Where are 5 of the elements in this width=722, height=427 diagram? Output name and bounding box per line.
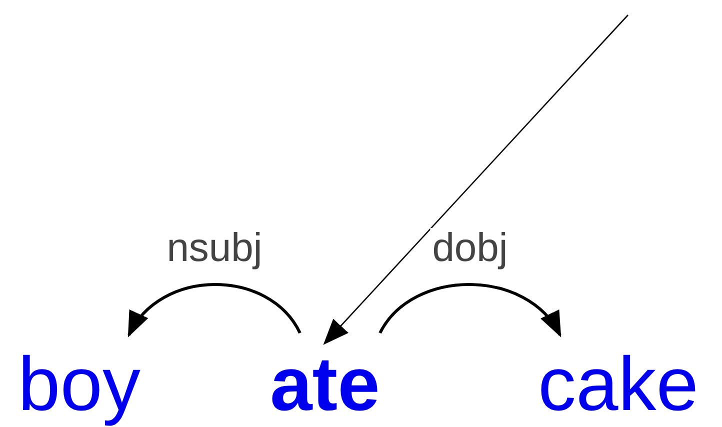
- arrow: [323, 14, 628, 345]
- word-label: cake: [538, 347, 699, 423]
- dependency-arc: [378, 283, 562, 338]
- word-label: ate: [270, 347, 380, 423]
- dependency-arc: [128, 283, 302, 338]
